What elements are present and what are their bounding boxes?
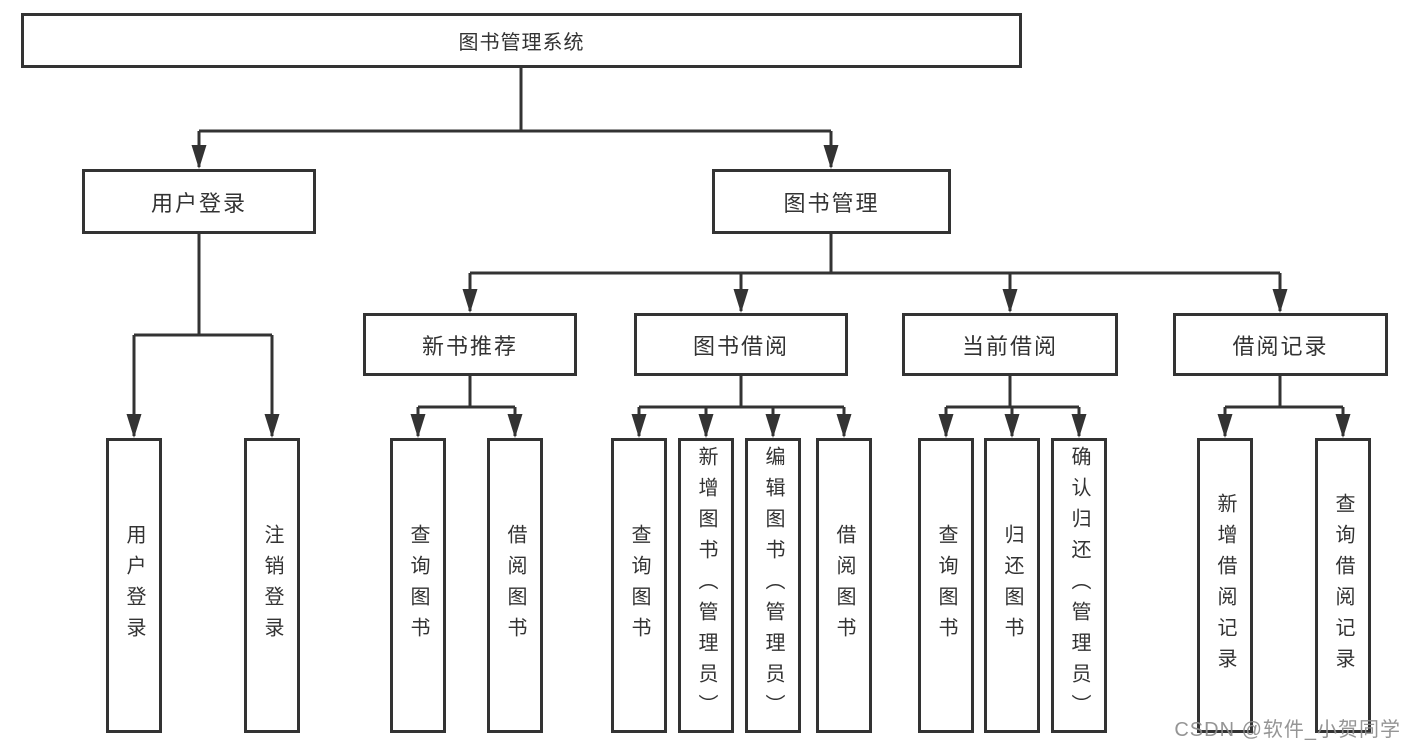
node-book-management: 图书管理 — [712, 169, 951, 234]
node-root: 图书管理系统 — [21, 13, 1022, 68]
csdn-watermark: CSDN @软件_小贺同学 — [1174, 719, 1401, 741]
connector-user-login — [132, 234, 274, 436]
connector-book-borrow — [637, 376, 846, 436]
node-borrow-record: 借阅记录 — [1173, 313, 1388, 376]
node-new-book-recommend: 新书推荐 — [363, 313, 577, 376]
node-user-login: 用户登录 — [82, 169, 316, 234]
leaf-add-book-admin: 新增图书（管理员） — [678, 438, 734, 733]
leaf-query-borrow-record: 查询借阅记录 — [1315, 438, 1371, 733]
leaf-query-book-recommend: 查询图书 — [390, 438, 446, 733]
connector-book-management — [468, 234, 1282, 311]
node-current-borrow: 当前借阅 — [902, 313, 1118, 376]
connector-root — [197, 68, 833, 167]
leaf-edit-book-admin: 编辑图书（管理员） — [745, 438, 801, 733]
arrowheads — [126, 145, 1351, 438]
leaf-borrow-book: 借阅图书 — [816, 438, 872, 733]
leaf-add-borrow-record: 新增借阅记录 — [1197, 438, 1253, 733]
leaf-borrow-book-recommend: 借阅图书 — [487, 438, 543, 733]
connector-borrow-record — [1223, 376, 1345, 436]
node-book-borrow: 图书借阅 — [634, 313, 848, 376]
leaf-user-login: 用户登录 — [106, 438, 162, 733]
connector-new-book-recommend — [416, 376, 517, 436]
leaf-query-book-current: 查询图书 — [918, 438, 974, 733]
leaf-logout: 注销登录 — [244, 438, 300, 733]
leaf-confirm-return-admin: 确认归还（管理员） — [1051, 438, 1107, 733]
leaf-return-book: 归还图书 — [984, 438, 1040, 733]
leaf-query-book-borrow: 查询图书 — [611, 438, 667, 733]
